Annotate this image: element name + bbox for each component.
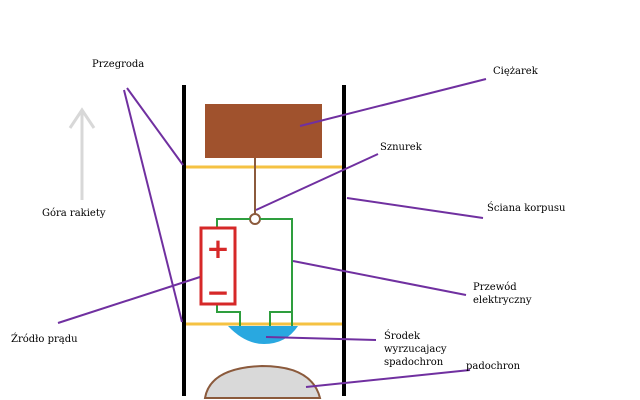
leader-spadochron — [305, 369, 471, 388]
battery: + − — [199, 226, 237, 309]
label-spadochron: padochron — [466, 361, 521, 372]
leader-zrodlo — [57, 276, 201, 324]
leader-przewod — [292, 260, 467, 296]
weight-block — [205, 104, 322, 158]
label-zrodlo-pradu: Źródło prądu — [11, 334, 78, 345]
up-arrow-icon — [68, 107, 96, 200]
label-przewod-elektryczny: Przewód elektryczny — [473, 282, 532, 306]
leader-lines — [57, 78, 487, 388]
leader-sznurek — [255, 153, 379, 211]
label-sciana-korpusu: Ściana korpusu — [487, 203, 566, 214]
leader-ciezarek — [299, 78, 487, 127]
ejection-charge — [228, 326, 298, 344]
leader-srodek — [265, 336, 377, 341]
label-sznurek: Sznurek — [380, 142, 422, 153]
label-przegroda: Przegroda — [92, 59, 145, 70]
label-gora-rakiety: Góra rakiety — [42, 208, 106, 219]
leader-przegroda-upper — [126, 87, 184, 166]
electric-wire — [216, 218, 293, 326]
battery-plus-icon: + — [206, 232, 229, 265]
leader-sciana — [346, 197, 484, 219]
label-srodek-wyrzucajacy: Środek wyrzucajacy spadochron — [384, 331, 447, 368]
label-ciezarek: Ciężarek — [493, 66, 538, 77]
string-knot — [249, 213, 261, 225]
leader-przegroda-lower — [123, 89, 183, 323]
parachute — [203, 364, 322, 399]
battery-minus-icon: − — [206, 276, 229, 309]
